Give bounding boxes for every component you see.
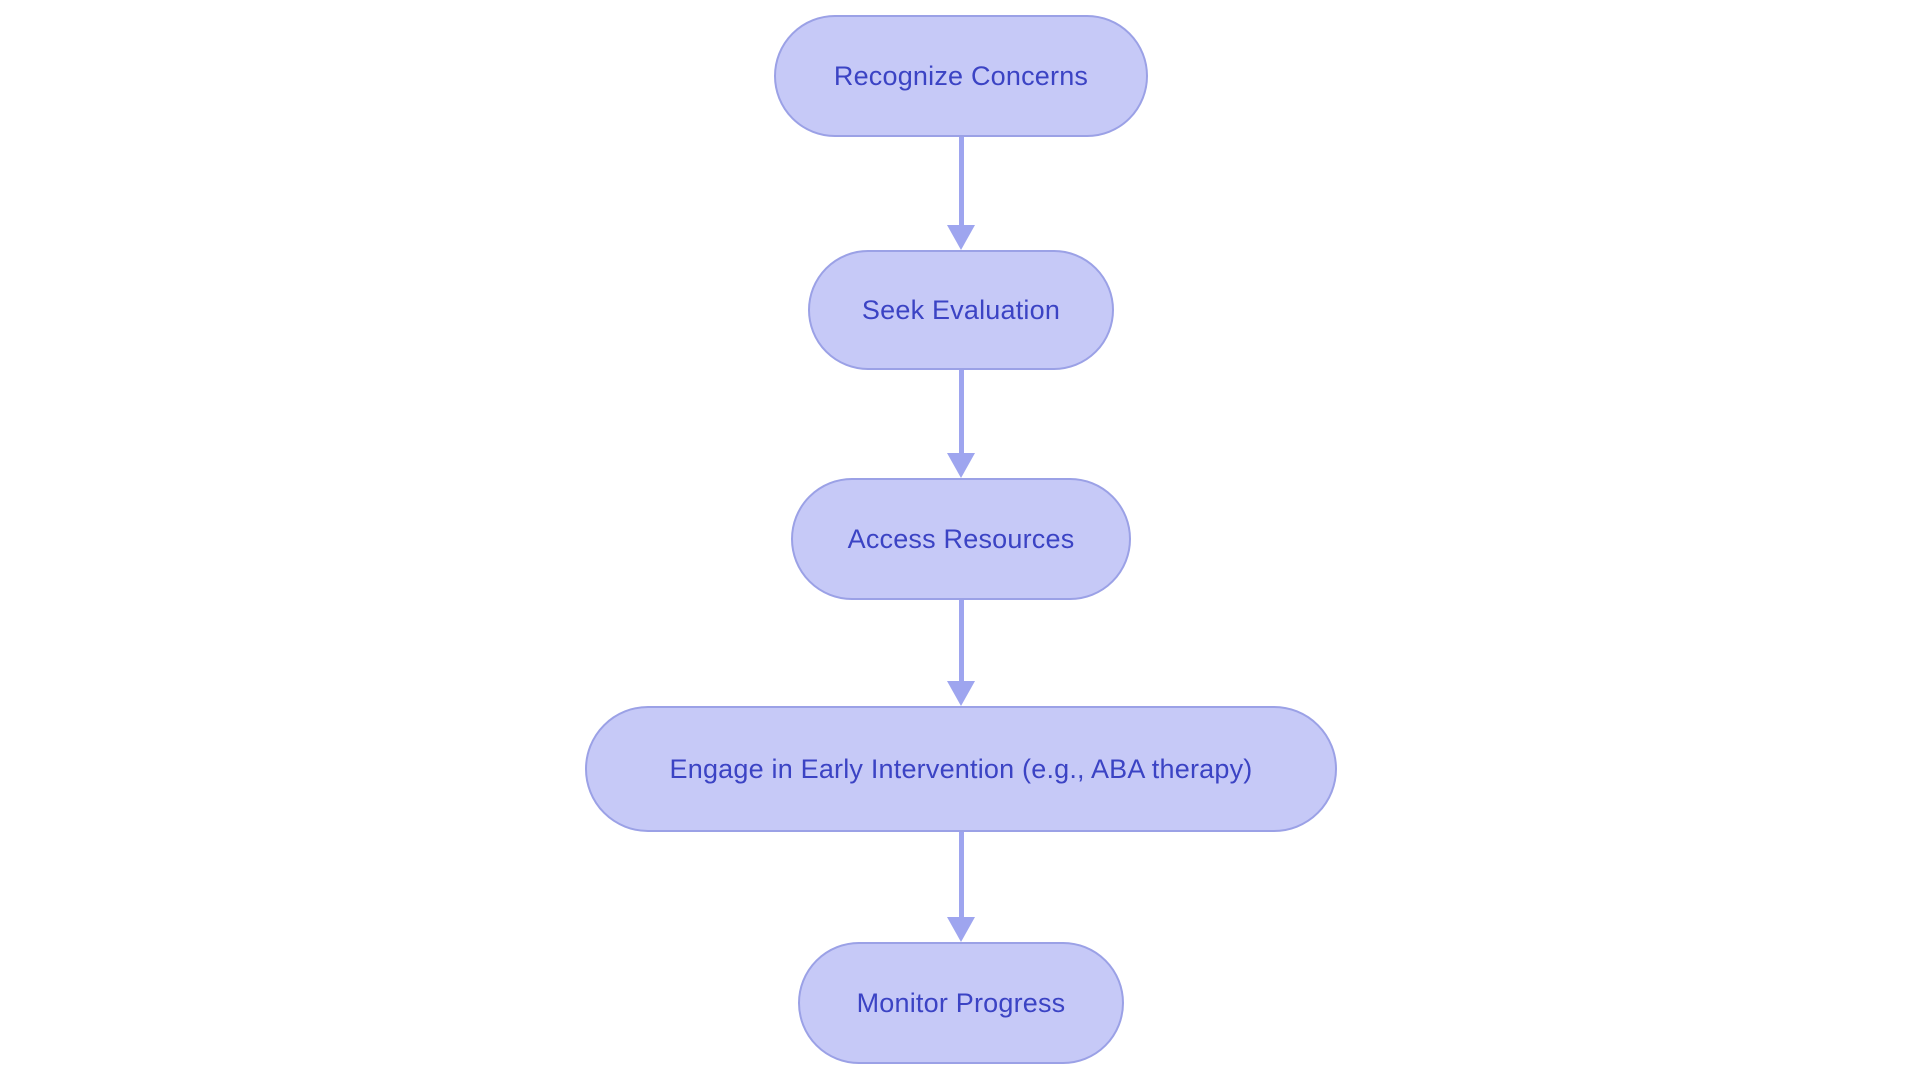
arrow-line	[958, 600, 964, 681]
flow-node-seek-evaluation: Seek Evaluation	[808, 250, 1114, 370]
flow-node-recognize-concerns: Recognize Concerns	[774, 15, 1148, 137]
arrow-line	[958, 370, 964, 453]
flow-node-label: Seek Evaluation	[861, 294, 1061, 325]
flow-arrow-4	[947, 832, 975, 942]
arrow-line	[958, 832, 964, 917]
arrowhead-down-icon	[947, 225, 975, 250]
flow-node-monitor-progress: Monitor Progress	[798, 942, 1124, 1064]
flow-arrow-1	[947, 137, 975, 250]
flow-arrow-2	[947, 370, 975, 478]
arrowhead-down-icon	[947, 917, 975, 942]
flow-node-access-resources: Access Resources	[791, 478, 1131, 600]
flow-node-label: Engage in Early Intervention (e.g., ABA …	[669, 753, 1253, 784]
arrow-line	[958, 137, 964, 225]
flow-arrow-3	[947, 600, 975, 706]
flow-node-label: Monitor Progress	[856, 987, 1066, 1018]
flow-node-label: Recognize Concerns	[833, 60, 1089, 91]
arrowhead-down-icon	[947, 681, 975, 706]
flow-node-label: Access Resources	[847, 523, 1075, 554]
flow-node-engage-early-intervention: Engage in Early Intervention (e.g., ABA …	[585, 706, 1337, 832]
arrowhead-down-icon	[947, 453, 975, 478]
